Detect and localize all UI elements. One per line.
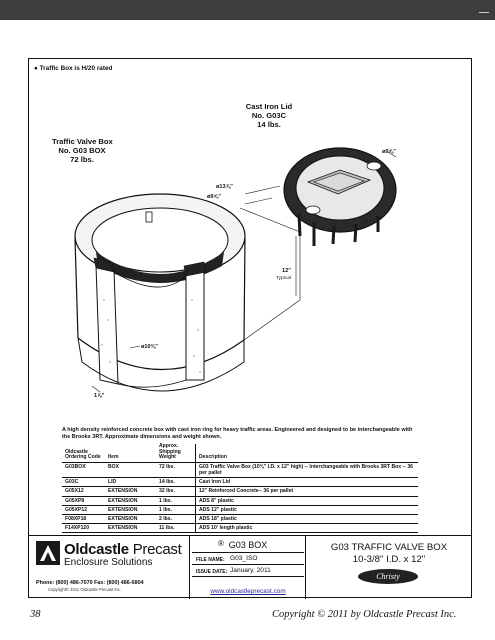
lid-diameter-dim: ø9⅝"	[382, 149, 396, 155]
cell-description: ADS 8" plastic	[195, 496, 418, 506]
cell-weight: 1 lbs.	[156, 496, 196, 506]
cell-description: 12" Reinforced Concrete-- 36 per pallet	[195, 486, 418, 497]
file-name-row: FILE NAME: G03_ISO	[192, 552, 304, 565]
title-block-divider	[305, 536, 306, 599]
oldcastle-logo-icon	[36, 541, 60, 565]
traffic-box	[74, 193, 246, 392]
product-name-line1: G03 TRAFFIC VALVE BOX	[330, 542, 448, 553]
page-number: 38	[30, 609, 41, 620]
col-code: Oldcastle Ordering Code	[62, 444, 105, 463]
table-row: F14XP120 EXTENSION 11 lbs. ADS 10' lengt…	[62, 523, 418, 534]
cell-code: G03C	[62, 477, 105, 488]
cell-item: BOX	[105, 462, 156, 479]
table-row: G05XP12 EXTENSION 1 lbs. ADS 12" plastic	[62, 505, 418, 516]
height-dim: 12"	[282, 268, 291, 274]
issue-date-row: ISSUE DATE: January, 2011	[192, 565, 304, 577]
cell-code: G05X12	[62, 486, 105, 497]
file-name-label: FILE NAME:	[196, 557, 225, 563]
registered-mark: ®	[218, 539, 224, 548]
website-link[interactable]: www.oldcastleprecast.com	[210, 588, 286, 595]
christy-logo: Christy	[358, 569, 418, 584]
lid-dim-lines	[387, 151, 397, 158]
footer-copyright: Copyright © 2011 by Oldcastle Precast In…	[272, 609, 457, 620]
cell-code: G05XP8	[62, 496, 105, 506]
lid-label: Cast Iron Lid No. G03C 14 lbs.	[244, 102, 294, 129]
table-row: G05XP8 EXTENSION 1 lbs. ADS 8" plastic	[62, 496, 418, 506]
cell-description: ADS 12" plastic	[195, 505, 418, 516]
cell-weight: 2 lbs.	[156, 514, 196, 525]
menu-tick	[479, 12, 489, 13]
outer-top-dim: ø13⅞"	[216, 184, 233, 190]
cell-item: EXTENSION	[105, 486, 156, 497]
cell-description: ADS 10' length plastic	[195, 523, 418, 534]
cell-item: EXTENSION	[105, 514, 156, 525]
cell-description: ADS 18" plastic	[195, 514, 418, 525]
issue-date-label: ISSUE DATE:	[196, 569, 228, 575]
box-title: Traffic Valve Box	[52, 137, 113, 146]
inner-top-dim: ø9⅝"	[207, 194, 221, 200]
spec-table: Oldcastle Ordering Code Item Approx. Shi…	[62, 443, 418, 534]
cell-item: EXTENSION	[105, 505, 156, 516]
drawing-sheet	[28, 58, 472, 598]
enclosure-solutions: Enclosure Solutions	[64, 557, 153, 568]
title-block-divider	[189, 536, 190, 599]
wall-dim: 1⅞"	[94, 393, 105, 399]
cell-weight: 32 lbs.	[156, 486, 196, 497]
cell-code: F08XP18	[62, 514, 105, 525]
phone-fax: Phone: (800) 486-7070 Fax: (800) 486-680…	[36, 580, 144, 586]
file-name-value: G03_ISO	[230, 555, 258, 562]
cell-item: LID	[105, 477, 156, 488]
cell-code: G05XP12	[62, 505, 105, 516]
cell-weight: 14 lbs.	[156, 477, 196, 488]
lid-weight: 14 lbs.	[257, 120, 281, 129]
box-weight: 72 lbs.	[70, 155, 94, 164]
table-row: F08XP18 EXTENSION 2 lbs. ADS 18" plastic	[62, 514, 418, 525]
drawing-title: G03 BOX	[228, 540, 268, 550]
table-row: G05X12 EXTENSION 32 lbs. 12" Reinforced …	[62, 486, 418, 497]
brand-name: Oldcastle Precast	[64, 541, 182, 558]
cell-weight: 11 lbs.	[156, 523, 196, 534]
height-note: Typical	[276, 276, 291, 281]
lid-title: Cast Iron Lid	[245, 102, 293, 111]
product-name-line2: 10-3/8" I.D. x 12"	[352, 554, 426, 565]
title-block: Oldcastle Precast ® Enclosure Solutions …	[28, 535, 472, 599]
top-bar	[0, 0, 495, 20]
box-label: Traffic Valve Box No. G03 BOX 72 lbs.	[52, 137, 113, 164]
box-code: No. G03 BOX	[58, 146, 106, 155]
cell-code: G03BOX	[62, 462, 105, 479]
cell-code: F14XP120	[62, 523, 105, 534]
brand-precast: Precast	[132, 541, 182, 558]
issue-date-value: January, 2011	[230, 567, 271, 574]
lid-code: No. G03C	[251, 111, 287, 120]
product-name: G03 TRAFFIC VALVE BOX 10-3/8" I.D. x 12"	[306, 542, 472, 566]
base-diameter-dim: ø10⅜"	[141, 344, 158, 350]
table-row: G03C LID 14 lbs. Cast Iron Lid	[62, 477, 418, 488]
cell-description: G03 Traffic Valve Box (10⅜" I.D. x 12" h…	[195, 462, 418, 479]
title-block-copyright: Copyright© 2011 Oldcastle Precast Inc.	[48, 587, 122, 592]
brand-oldcastle: Oldcastle	[64, 541, 129, 558]
cell-weight: 1 lbs.	[156, 505, 196, 516]
cell-item: EXTENSION	[105, 523, 156, 534]
cast-iron-lid	[283, 147, 397, 246]
rating-note: ● Traffic Box is H/20 rated	[34, 65, 113, 72]
col-item: Item	[105, 444, 156, 463]
cell-description: Cast Iron Lid	[195, 477, 418, 488]
cell-item: EXTENSION	[105, 496, 156, 506]
cell-weight: 72 lbs.	[156, 462, 196, 479]
spec-header-row: Oldcastle Ordering Code Item Approx. Shi…	[62, 443, 418, 463]
box-dim-lines	[91, 185, 301, 393]
col-weight: Approx. Shipping Weight	[156, 443, 196, 463]
product-description: A high density reinforced concrete box w…	[62, 427, 413, 440]
col-description: Description	[195, 444, 418, 463]
table-row: G03BOX BOX 72 lbs. G03 Traffic Valve Box…	[62, 462, 418, 479]
